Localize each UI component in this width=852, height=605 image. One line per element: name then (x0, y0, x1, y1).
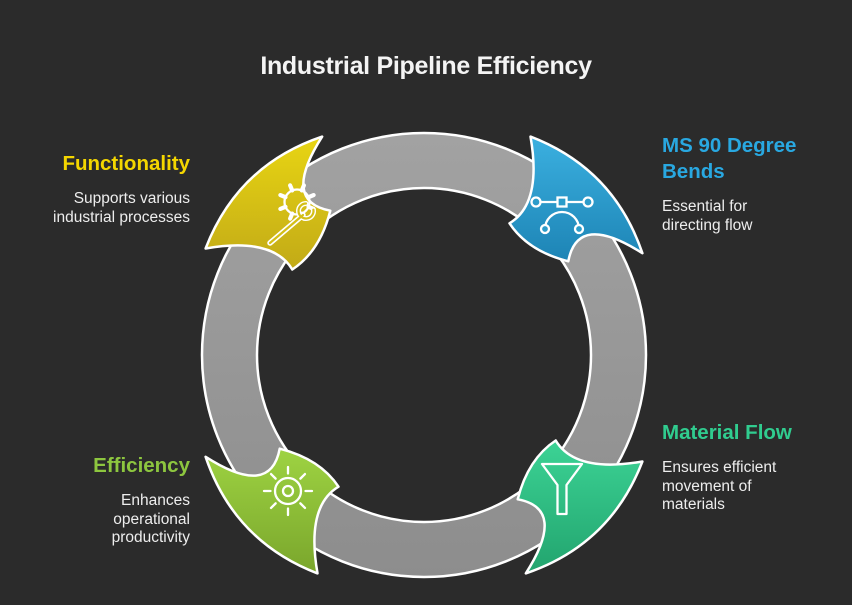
gear-wrench-icon (267, 183, 316, 246)
label-ms-90-degree-bends: MS 90 Degree Bends Essential for directi… (662, 133, 837, 235)
funnel-icon (540, 462, 584, 516)
ring-inner-hole (255, 186, 593, 524)
label-functionality-desc: Supports various industrial processes (26, 190, 190, 227)
label-functionality-heading: Functionality (62, 152, 190, 175)
desc-line: Essential for (662, 198, 748, 215)
segment-arrow-efficiency (204, 447, 340, 575)
label-functionality: Functionality Supports various industria… (26, 151, 190, 227)
desc-line: directing flow (662, 216, 753, 234)
label-material-flow: Material Flow Ensures efficient movement… (662, 420, 837, 515)
bezier-curve-icon (530, 196, 594, 235)
desc-line: materials (662, 496, 725, 513)
desc-line: industrial processes (53, 208, 190, 226)
label-efficiency: Efficiency Enhances operational producti… (26, 453, 190, 548)
desc-line: Enhances (121, 492, 190, 509)
label-material-flow-desc: Ensures efficient movement of materials (662, 459, 837, 515)
segment-arrow-material-flow (516, 439, 644, 575)
label-material-flow-heading: Material Flow (662, 421, 792, 444)
label-efficiency-desc: Enhances operational productivity (26, 492, 190, 548)
label-ms-90-degree-bends-heading: MS 90 Degree Bends (662, 134, 797, 183)
desc-line: Supports various (73, 190, 190, 207)
sun-gear-icon (262, 465, 314, 517)
label-efficiency-heading: Efficiency (93, 454, 190, 477)
gear-wrench-icon-hollow (268, 202, 315, 245)
desc-line: Ensures efficient (662, 459, 777, 476)
page-title: Industrial Pipeline Efficiency (260, 52, 592, 80)
segment-arrow-functionality (204, 135, 332, 271)
desc-line: productivity (111, 529, 190, 546)
label-ms-90-degree-bends-desc: Essential for directing flow (662, 198, 837, 235)
desc-line: movement of (662, 477, 752, 495)
segment-arrow-ms-90-degree-bends (508, 135, 644, 263)
desc-line: operational (113, 510, 190, 528)
